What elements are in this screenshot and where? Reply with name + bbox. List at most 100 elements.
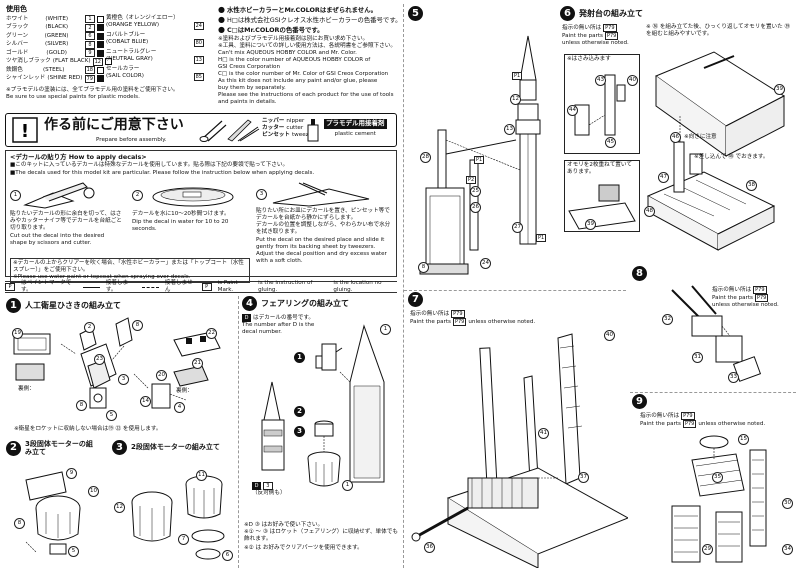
paint-code: 13: [193, 55, 204, 64]
decal-header: <デカールの貼り方 How to apply decals>: [10, 153, 147, 161]
paint-mark-icon: P: [5, 283, 15, 291]
legend-paint-jp: はペイントマークです。: [21, 280, 72, 293]
water-dish-illustration: [152, 187, 234, 207]
paint-en: (COBALT BLUE): [106, 39, 149, 46]
step-7-number: 7: [408, 292, 423, 307]
step-4-note-1: ※D ③ はお好みで使い下さい。: [244, 522, 324, 528]
paint-notes: ●水性ホビーカラーとMr.COLORはまぜられません。 ●H□は株式会社GSIク…: [218, 5, 402, 106]
step-1-part-labels: 19 裏側： 23 2 8 3 5 8 22 21 20 14 4 裏側：: [6, 314, 234, 424]
warning-icon: !: [12, 117, 38, 143]
paint-row: 黄橙色（オレンジイエロー）(ORANGE YELLOW)24: [106, 15, 204, 30]
legend-glue-en: is the instruction of gluing.: [258, 280, 313, 293]
paint-name: ブラック: [6, 24, 29, 31]
paint-code: 9: [84, 49, 95, 58]
paint-en: (GREEN): [44, 32, 69, 39]
paint-name: ホワイト: [6, 15, 29, 22]
decal-step3-en: Put the decal on the desired place and s…: [256, 236, 385, 250]
step-1-diagram: [13, 317, 221, 409]
step-2-number: 2: [6, 440, 21, 456]
legend-bar: P はペイントマークです。 接着します。 接着しません P is Paint M…: [5, 280, 397, 293]
paint-code: 6: [84, 32, 95, 41]
step-4-notes: ※D ③ はお好みで使い下さい。 ※① ～ ③ はロケット（フェアリング）に収納…: [244, 522, 398, 552]
paint-en: (SILVER): [45, 41, 69, 48]
decal-step3-jp2: デカールの位置を調整しながら、やわらかい布で水分を拭き取ります。: [256, 221, 391, 235]
paint-name: セールカラー: [106, 65, 140, 72]
step-8-number: 8: [632, 266, 647, 281]
paint-row: セールカラー(SAIL COLOR)85: [106, 66, 204, 81]
step-4-diagram: [261, 324, 385, 487]
paint-en: (ORANGE YELLOW): [106, 22, 160, 29]
decal-step1-en: Cut out the decal into the desired shape…: [10, 232, 105, 246]
step-6-dir-note: ※向きに注意: [684, 134, 717, 140]
decal-foot-jp: ※デカールの上からクリアーを吹く場合、「水性ホビーカラー」または「トップコート（…: [13, 260, 244, 273]
decal-step1-jp: 貼りたいデカールの形に余白を切って、はさみやカッターナイフ等でデカールを台紙ごと…: [10, 211, 122, 231]
cement-label-jp: プラモデル用接着剤: [324, 119, 387, 129]
step-1-back-label-2: 裏側：: [176, 388, 193, 394]
decal-cut-illustration: [23, 182, 95, 209]
paint-code: 85: [193, 72, 204, 81]
paint-code: 79: [84, 74, 95, 83]
step-6-inset-2: オモリを2枚重ねて置いてあります。 39: [564, 160, 640, 232]
paint-note-bullet: C□ is the color number of Mr. Color of G…: [218, 70, 389, 77]
paint-code: 8: [85, 40, 95, 49]
paint-name: シルバー: [6, 41, 29, 48]
paint-row: ホワイト(WHITE)1: [6, 15, 104, 24]
step-5: 5 12 13 28 25 26 27 24 8 P1 P1 P2 P1: [408, 6, 558, 286]
decal-section: <デカールの貼り方 How to apply decals> ■このキットに入っ…: [5, 150, 397, 283]
tool-name-en: cutter: [286, 124, 304, 131]
step-9-diagram: [671, 435, 767, 563]
decal-step-3: 3 貼りたい所にお皿にデカールを置き、ピンセット等でデカールを台紙から静かにずら…: [256, 181, 394, 265]
decal-step2-en: Dip the decal in water for 10 to 20 seco…: [132, 218, 229, 232]
decal-step3-en2: Adjust the decal position and dry excess…: [256, 250, 387, 264]
paint-note-bullet: buy them by separately.: [218, 84, 286, 91]
paint-name: 黄橙色（オレンジイエロー）: [106, 15, 179, 21]
paint-en: (GOLD): [46, 49, 67, 56]
tools-illustration: [198, 117, 260, 143]
step-9-number: 9: [632, 394, 647, 409]
paint-row: ツヤ消しブラック(FLAT BLACK)12: [6, 57, 112, 67]
step-3-title: 2段固体モーターの組み立て: [131, 443, 220, 452]
paint-note-line2: H□は株式会社GSIクレオス水性ホビーカラーの色番号です。: [226, 16, 402, 24]
step-4-number: 4: [242, 296, 257, 311]
paint-swatch: [97, 41, 104, 49]
paint-swatch: [96, 75, 104, 83]
step-4-note-3: ※② は お好みでクリアパーツを使用できます。: [244, 544, 363, 551]
step-4-title: フェアリングの組み立て: [261, 298, 349, 308]
decal-step2-jp: デカールを水に10〜20秒間つけます。: [132, 211, 230, 217]
step-6-title: 発射台の組み立て: [579, 8, 643, 18]
decal-foot-box: ※デカールの上からクリアーを吹く場合、「水性ホビーカラー」または「トップコート（…: [10, 258, 250, 283]
paint-row: シルバー (SILVER) 8: [6, 40, 104, 50]
paint-note-bullet: GSI Creos Corporation: [218, 63, 280, 70]
paint-en: (SHINE RED): [47, 75, 83, 82]
step-8-diagram: [671, 285, 762, 382]
prepare-title-en: Prepare before assembly.: [96, 137, 167, 143]
step-6-inset-1-label: ※はさみ込みます: [567, 56, 611, 62]
step-6-number: 6: [560, 6, 575, 21]
paint-note-bullet: and paints in details.: [218, 98, 277, 105]
paint-name: 鉄鋼色: [6, 66, 23, 73]
paint-code: 80: [193, 38, 204, 47]
paint-swatch: [96, 24, 104, 32]
paint-swatch: [96, 32, 104, 40]
paint-note-line1: 水性ホビーカラーとMr.COLORはまぜられません。: [226, 6, 377, 14]
paint-en: (BLACK): [45, 24, 69, 31]
legend-noglue-jp: 接着しません: [164, 280, 193, 293]
paint-code: 18: [84, 66, 95, 75]
paint-row: コバルトブルー(COBALT BLUE)80: [106, 32, 204, 47]
step-1-title: 人工衛星ひさきの組み立て: [25, 300, 121, 310]
decal-step-2: 2 デカールを水に10〜20秒間つけます。 Dip the decal in w…: [132, 181, 247, 233]
paint-note-bullets: ※塗料およびプラモデル用接着剤は別にお買い求め下さい。※工具、塗料についての詳し…: [218, 36, 398, 106]
step-2-title: 3段固体モーターの組み立て: [25, 440, 93, 457]
paint-note-bullet: Please see the instructions of each prod…: [218, 91, 394, 98]
